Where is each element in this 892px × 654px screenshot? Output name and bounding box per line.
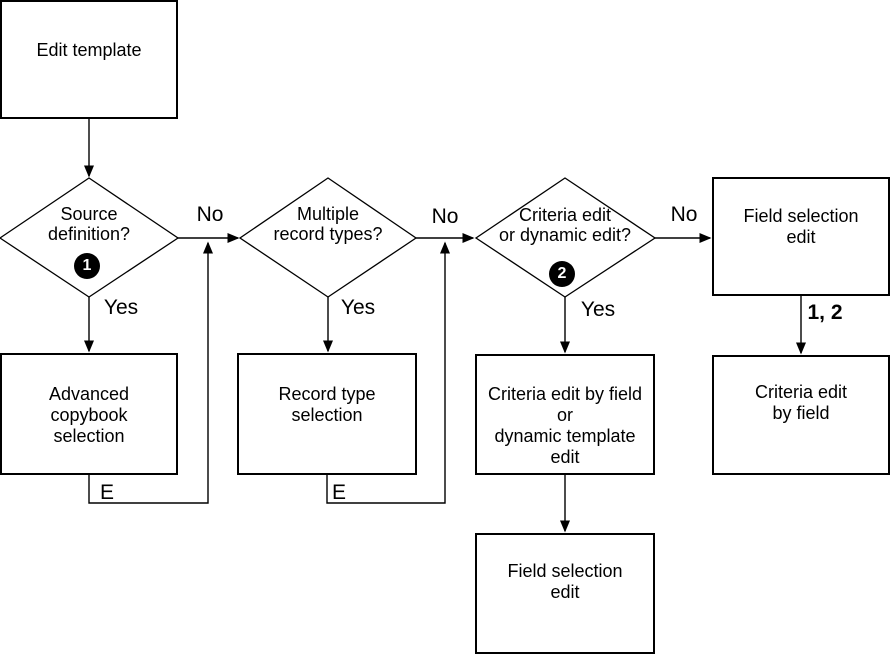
edge-e-advanced-copybook-return	[88, 241, 213, 504]
node-edit-template-box	[0, 0, 178, 119]
edge-e-record-type-selection-return	[326, 241, 450, 504]
node-record-type-selection-label: Record type selection	[278, 384, 376, 425]
edge-label-e-1: E	[99, 481, 115, 504]
edge-label-yes-3: Yes	[580, 298, 616, 321]
node-criteria-edit-by-field-label: Criteria edit by field	[754, 382, 848, 423]
edge-label-yes-1: Yes	[103, 296, 139, 319]
node-field-selection-edit-top-box	[712, 177, 890, 296]
node-criteria-edit-dynamic-template-label: Criteria edit by field or dynamic templa…	[487, 384, 643, 467]
node-field-selection-edit-top-label: Field selection edit	[743, 206, 859, 247]
node-source-definition-label: Source definition?	[47, 204, 131, 244]
edge-label-no-3: No	[670, 203, 698, 226]
node-criteria-or-dynamic-edit-label: Criteria edit or dynamic edit?	[498, 205, 632, 245]
node-criteria-edit-by-field-box	[712, 355, 890, 475]
note-badge-2: 2	[549, 261, 575, 287]
node-edit-template-label: Edit template	[36, 40, 142, 60]
edge-label-no-2: No	[431, 205, 459, 228]
node-field-selection-edit-bottom-label: Field selection edit	[507, 561, 623, 602]
note-badge-1: 1	[74, 253, 100, 279]
node-advanced-copybook-selection-box	[0, 353, 178, 475]
node-field-selection-edit-bottom-box	[475, 533, 655, 654]
edge-label-yes-2: Yes	[340, 296, 376, 319]
edge-label-no-1: No	[196, 203, 224, 226]
node-multiple-record-types-label: Multiple record types?	[273, 204, 383, 244]
edge-label-one-two: 1, 2	[807, 301, 843, 324]
edge-label-e-2: E	[331, 481, 347, 504]
node-advanced-copybook-selection-label: Advanced copybook selection	[48, 384, 130, 446]
node-record-type-selection-box	[237, 353, 417, 475]
